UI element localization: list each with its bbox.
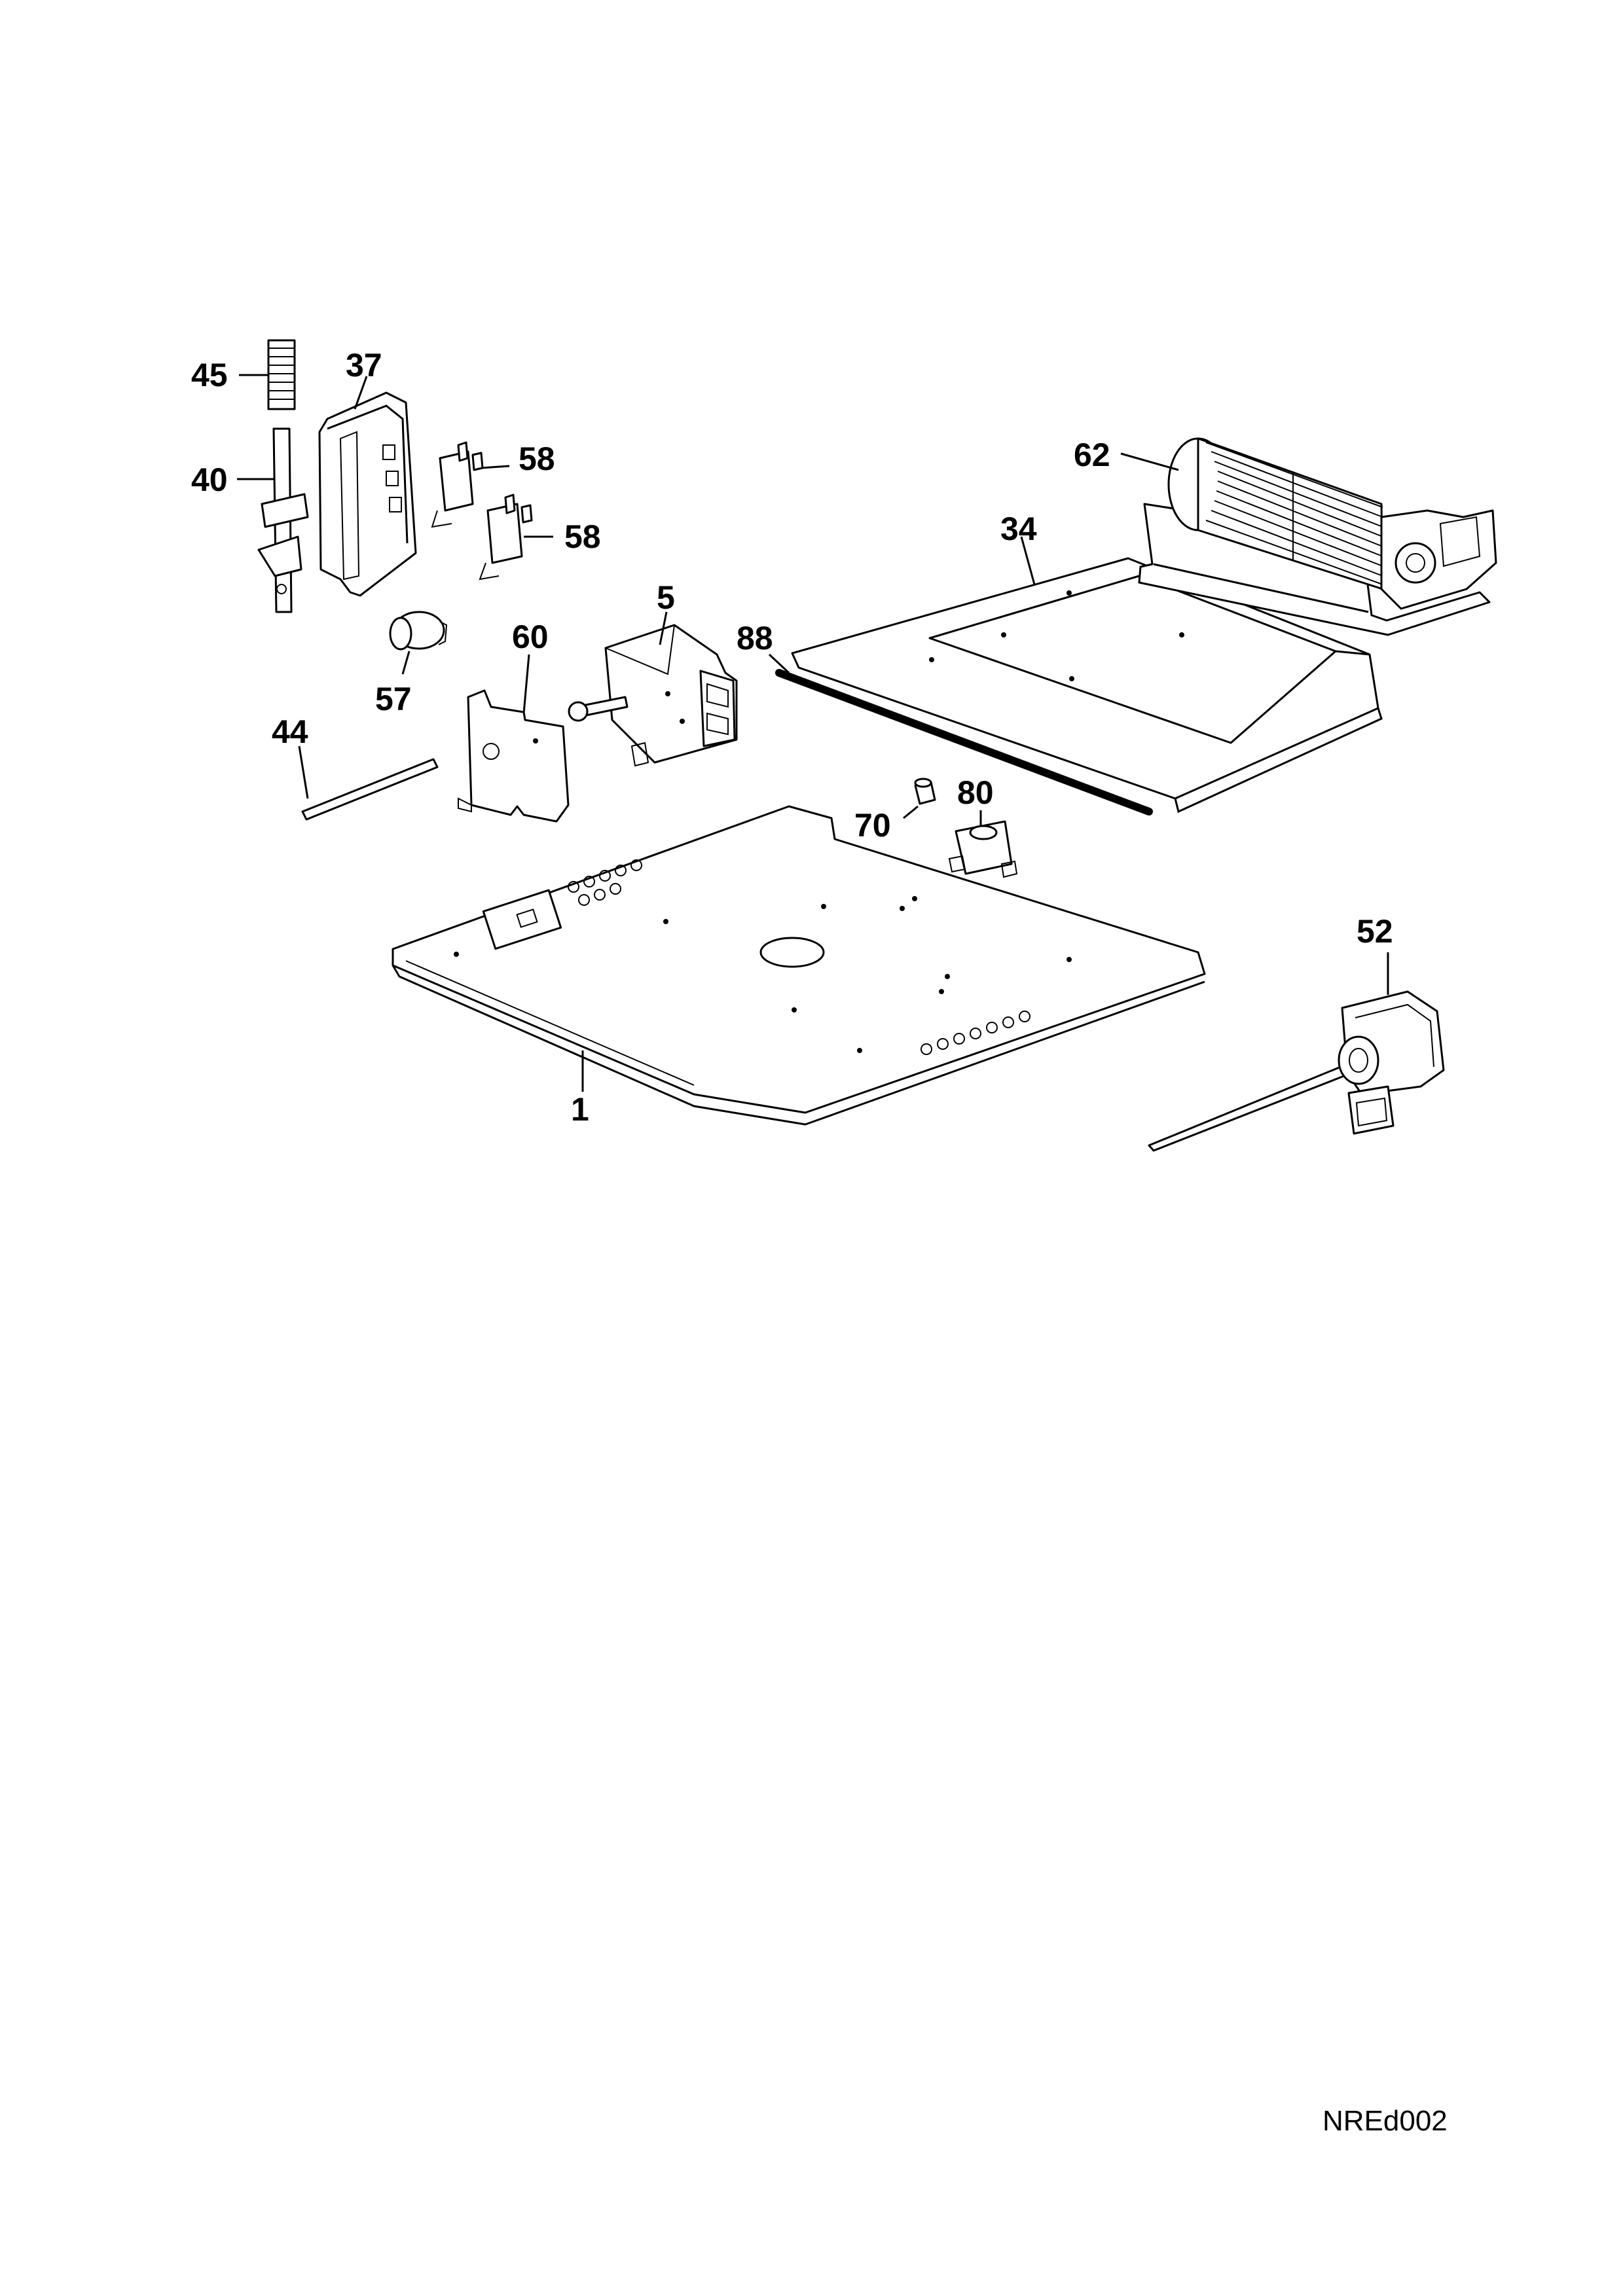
label-58a: 58 bbox=[519, 440, 555, 477]
label-57: 57 bbox=[375, 681, 412, 717]
label-44: 44 bbox=[272, 713, 308, 750]
part-80-thermal-cutout bbox=[948, 810, 1018, 878]
part-5-selector-switch bbox=[568, 611, 738, 767]
part-34-panel bbox=[791, 536, 1383, 814]
label-45: 45 bbox=[191, 357, 228, 393]
diagram-code: NREd002 bbox=[1322, 2105, 1448, 2137]
part-44-rod bbox=[298, 745, 439, 821]
label-40: 40 bbox=[191, 461, 228, 498]
part-70-cap bbox=[903, 778, 936, 819]
label-80: 80 bbox=[957, 774, 994, 811]
part-60-bracket bbox=[458, 654, 570, 823]
part-88-seal bbox=[768, 653, 1153, 816]
part-1-base-plate bbox=[392, 805, 1206, 1126]
part-40-lever bbox=[237, 427, 309, 613]
label-34: 34 bbox=[1000, 511, 1037, 547]
label-37: 37 bbox=[346, 347, 382, 384]
part-45-spring bbox=[239, 339, 296, 410]
label-58b: 58 bbox=[564, 518, 601, 555]
part-58-microswitch-a bbox=[431, 441, 510, 528]
part-62-tangential-fan bbox=[1120, 437, 1497, 636]
label-70: 70 bbox=[854, 807, 891, 844]
part-52-motor bbox=[1148, 952, 1445, 1152]
label-1: 1 bbox=[571, 1091, 589, 1128]
label-88: 88 bbox=[737, 620, 773, 656]
part-57-thermostat bbox=[389, 611, 448, 675]
part-37-switch-carrier bbox=[318, 376, 417, 597]
label-60: 60 bbox=[512, 619, 549, 655]
label-52: 52 bbox=[1357, 913, 1393, 950]
label-5: 5 bbox=[657, 579, 675, 616]
label-62: 62 bbox=[1074, 437, 1110, 473]
part-58-microswitch-b bbox=[479, 493, 553, 581]
